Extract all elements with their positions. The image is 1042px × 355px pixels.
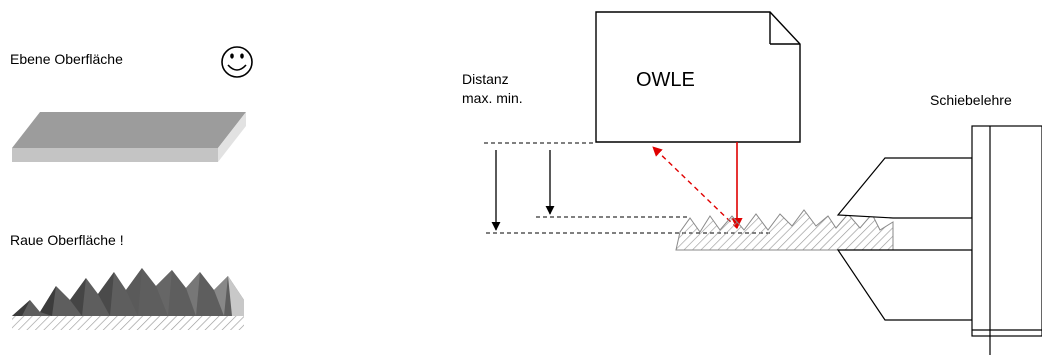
owle-label: OWLE — [636, 69, 695, 91]
smiley-icon — [221, 46, 253, 78]
rough-surface-block — [12, 268, 244, 330]
distance-subtitle: max. min. — [462, 90, 523, 106]
smooth-surface-block — [12, 112, 246, 162]
caliper — [836, 125, 1042, 355]
caliper-label: Schiebelehre — [930, 92, 1012, 108]
rough-workpiece — [675, 209, 894, 251]
distance-title: Distanz — [462, 71, 509, 87]
reflected-beam — [652, 146, 738, 229]
owle-sensor: OWLE — [595, 11, 801, 143]
smooth-surface-label: Ebene Oberfläche — [10, 51, 123, 67]
rough-surface-label: Raue Oberfläche ! — [10, 232, 124, 248]
